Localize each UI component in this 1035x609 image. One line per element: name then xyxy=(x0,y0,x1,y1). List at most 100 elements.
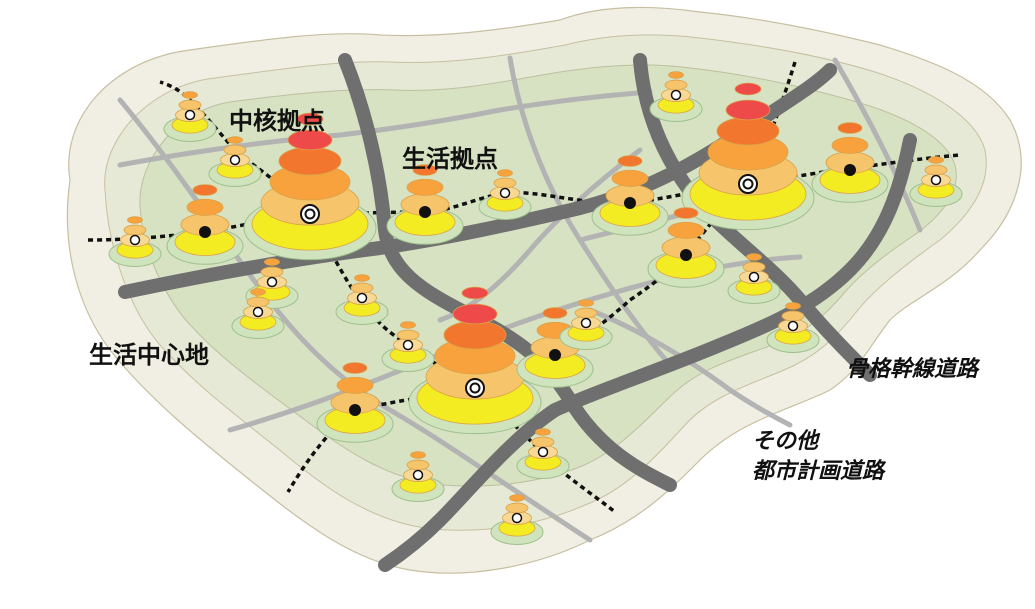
city-road xyxy=(587,307,793,428)
hub-tier xyxy=(725,99,771,121)
center-hub xyxy=(163,91,217,142)
white-dot-icon xyxy=(252,306,264,318)
white-dot-icon xyxy=(402,339,414,351)
black-dot-icon xyxy=(680,249,692,261)
core-hub xyxy=(243,112,377,261)
center-hub xyxy=(335,274,389,325)
core-hub xyxy=(408,286,542,435)
hub-tier xyxy=(227,136,243,144)
hub-tier xyxy=(182,91,198,99)
white-dot-icon xyxy=(499,187,511,199)
hub-tier xyxy=(509,494,525,502)
double-circle-inner xyxy=(304,208,316,220)
life-hub xyxy=(647,207,725,288)
white-dot-icon xyxy=(537,446,549,458)
hub-markers xyxy=(108,71,963,545)
hub-tier xyxy=(192,184,218,196)
life-hub xyxy=(591,155,669,236)
hub-tier xyxy=(278,146,342,176)
hub-tier xyxy=(396,329,420,341)
hub-tier xyxy=(354,274,370,282)
life-hub xyxy=(166,184,244,265)
center-hub xyxy=(909,156,963,207)
hub-tier xyxy=(617,155,643,167)
life-hub-label: 生活拠点 xyxy=(402,145,498,173)
center-hub xyxy=(231,288,285,339)
center-hub xyxy=(559,299,613,350)
hub-tier xyxy=(461,286,489,300)
hub-tier xyxy=(497,169,513,177)
hub-tier xyxy=(746,253,762,261)
hub-tier xyxy=(350,282,374,294)
black-dot-icon xyxy=(624,197,636,209)
white-dot-icon xyxy=(748,271,760,283)
hub-tier xyxy=(785,302,801,310)
black-dot-icon xyxy=(349,404,361,416)
center-hub xyxy=(727,253,781,304)
hub-tier xyxy=(264,258,280,266)
white-dot-icon xyxy=(787,320,799,332)
life-hub xyxy=(316,362,394,443)
hub-tier xyxy=(287,129,333,151)
white-dot-icon xyxy=(580,317,592,329)
hub-tier xyxy=(400,321,416,329)
hub-tier xyxy=(178,99,202,111)
hub-tier xyxy=(336,376,374,394)
black-dot-icon xyxy=(549,349,561,361)
hub-tier xyxy=(410,451,426,459)
hub-tier xyxy=(443,320,507,350)
double-circle-inner xyxy=(742,178,754,190)
center-hub xyxy=(108,216,162,267)
hub-tier xyxy=(493,177,517,189)
hub-tier xyxy=(837,122,863,134)
core-hub-label: 中核拠点 xyxy=(229,107,325,135)
hub-tier xyxy=(742,261,766,273)
white-dot-icon xyxy=(129,234,141,246)
white-dot-icon xyxy=(229,154,241,166)
white-dot-icon xyxy=(511,512,523,524)
double-circle-inner xyxy=(469,382,481,394)
hub-tier xyxy=(781,310,805,322)
white-dot-icon xyxy=(184,109,196,121)
city-road xyxy=(227,254,803,433)
other-road-label-line1: その他 xyxy=(752,429,819,454)
arterial-road-label: 骨格幹線道路 xyxy=(846,357,979,382)
hub-tier xyxy=(186,198,224,216)
hub-tier xyxy=(223,144,247,156)
hub-tier xyxy=(260,266,284,278)
arterial-road xyxy=(378,133,917,572)
hub-tier xyxy=(123,224,147,236)
hub-tier xyxy=(667,221,705,239)
hub-tier xyxy=(406,459,430,471)
center-hub xyxy=(490,494,544,545)
center-hub xyxy=(766,302,820,353)
hub-tier xyxy=(831,136,869,154)
center-hub xyxy=(381,321,435,372)
center-hub xyxy=(208,136,262,187)
life-hub xyxy=(516,307,594,388)
hub-tier xyxy=(734,82,762,96)
hub-tier xyxy=(924,164,948,176)
hub-tier xyxy=(246,296,270,308)
life-hub xyxy=(386,164,464,245)
hub-tier xyxy=(574,307,598,319)
center-hub xyxy=(391,451,445,502)
hub-tier xyxy=(668,71,684,79)
hub-tier xyxy=(542,307,568,319)
other-road-label-line2: 都市計画道路 xyxy=(752,459,885,484)
center-hub xyxy=(478,169,532,220)
white-dot-icon xyxy=(356,292,368,304)
arterial-road xyxy=(633,53,877,382)
hub-tier xyxy=(531,436,555,448)
hub-tier xyxy=(578,299,594,307)
hub-tier xyxy=(535,428,551,436)
white-dot-icon xyxy=(266,276,278,288)
life-center-label: 生活中心地 xyxy=(89,341,209,369)
black-dot-icon xyxy=(844,164,856,176)
urban-area xyxy=(66,6,1022,574)
life-hub xyxy=(811,122,889,203)
white-dot-icon xyxy=(412,469,424,481)
hub-tier xyxy=(127,216,143,224)
